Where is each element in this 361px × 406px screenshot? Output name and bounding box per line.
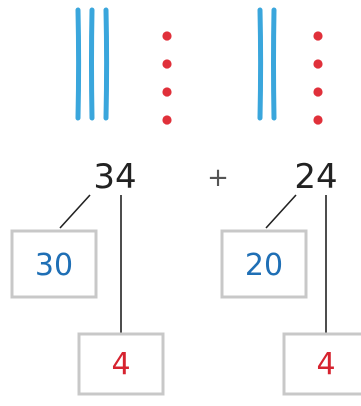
right-one-dot (313, 115, 323, 125)
right-one-dot (313, 31, 323, 41)
right-ones-box (282, 332, 361, 396)
left-tens-value: 30 (35, 248, 73, 283)
right-one-dot (313, 59, 323, 69)
left-one-dot (162, 115, 172, 125)
right-addend-number: 24 (294, 157, 337, 197)
left-one-dot (162, 31, 172, 41)
right-ten-stick (271, 7, 277, 121)
right-tens-value: 20 (245, 248, 283, 283)
right-tens-sticks (257, 7, 277, 121)
right-ten-stick (257, 7, 264, 121)
left-ones-dots (162, 31, 172, 125)
left-tens-box (10, 229, 98, 299)
left-ten-stick (103, 7, 110, 121)
left-ten-stick (75, 7, 82, 121)
right-one-dot (313, 87, 323, 97)
left-one-dot (162, 87, 172, 97)
left-tens-connector (59, 194, 91, 229)
left-ones-box (77, 332, 165, 396)
plus-sign: + (207, 163, 229, 193)
left-tens-sticks (75, 7, 110, 121)
right-tens-connector (265, 194, 297, 229)
right-tens-box (220, 229, 308, 299)
left-one-dot (162, 59, 172, 69)
left-ten-stick (89, 7, 95, 121)
right-ones-value: 4 (316, 347, 335, 382)
left-ones-value: 4 (111, 347, 130, 382)
right-ones-dots (313, 31, 323, 125)
left-addend-number: 34 (93, 157, 136, 197)
